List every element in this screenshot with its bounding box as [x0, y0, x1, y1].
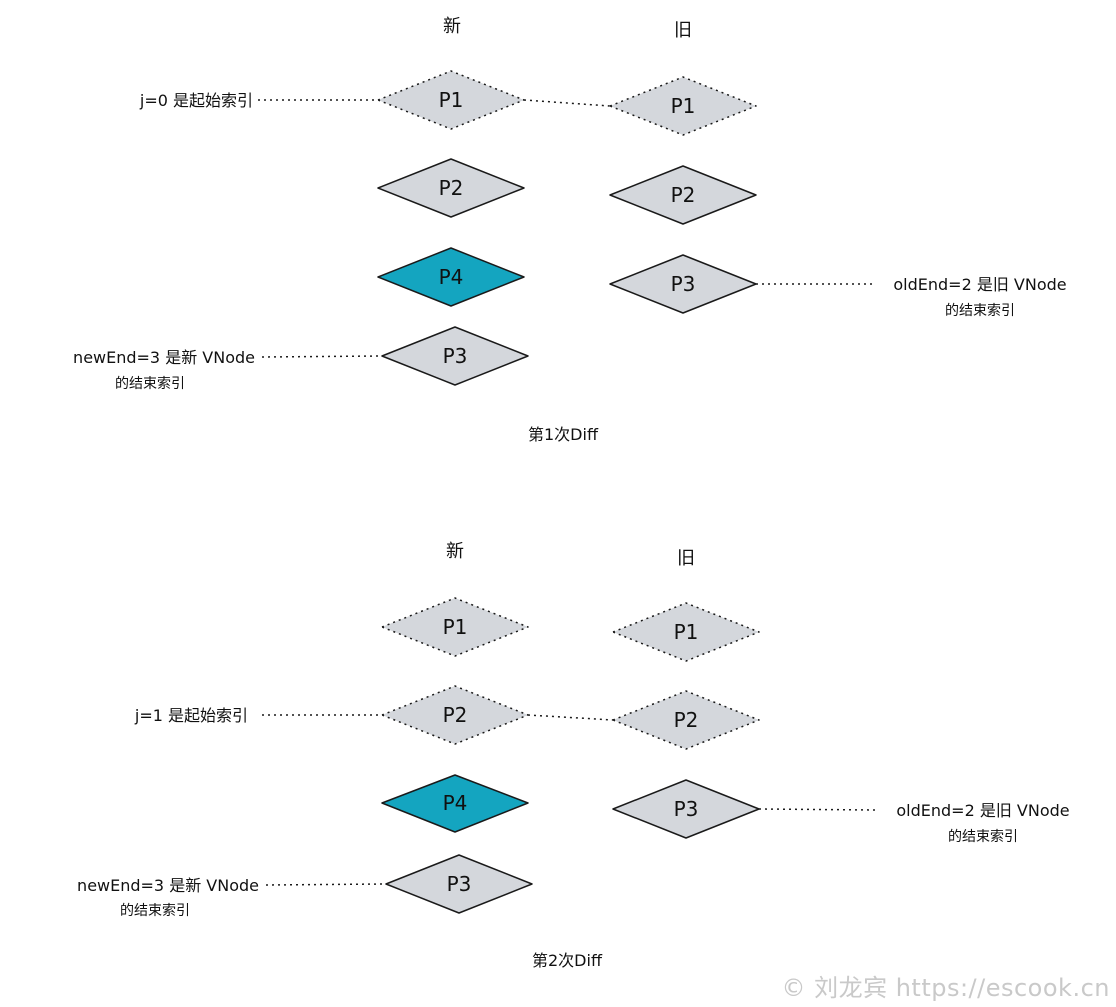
- old-node-p1: P1: [612, 602, 760, 662]
- new-node-p3: P3: [381, 326, 529, 386]
- old-node-p3: P3: [609, 254, 757, 314]
- new-node-p4: P4: [377, 247, 525, 307]
- old-end-pointer-line: [758, 808, 877, 811]
- old-end-label-line2: 的结束索引: [945, 302, 1015, 319]
- new-end-pointer-line: [261, 355, 383, 358]
- svg-text:P1: P1: [443, 615, 468, 639]
- svg-text:P3: P3: [447, 872, 472, 896]
- new-end-label-line2: 的结束索引: [120, 902, 190, 919]
- old-end-label-line2: 的结束索引: [948, 828, 1018, 845]
- old-end-label: oldEnd=2 是旧 VNode: [893, 275, 1066, 294]
- new-end-pointer-line: [265, 883, 387, 886]
- svg-text:P2: P2: [443, 703, 468, 727]
- old-node-p2: P2: [609, 165, 757, 225]
- new-end-label: newEnd=3 是新 VNode: [73, 348, 255, 367]
- new-column-header: 新: [443, 16, 461, 37]
- new-node-p3: P3: [385, 854, 533, 914]
- new-column-header: 新: [446, 541, 464, 562]
- svg-text:P1: P1: [674, 620, 699, 644]
- new-old-p2-connector: [527, 714, 614, 721]
- new-node-p2: P2: [377, 158, 525, 218]
- new-end-label-line2: 的结束索引: [115, 375, 185, 392]
- new-end-label: newEnd=3 是新 VNode: [77, 876, 259, 895]
- old-column-header: 旧: [677, 548, 695, 569]
- j-start-index-label: j=1 是起始索引: [134, 706, 248, 725]
- svg-text:P3: P3: [671, 272, 696, 296]
- svg-text:P2: P2: [671, 183, 696, 207]
- diff-caption: 第1次Diff: [528, 425, 599, 444]
- svg-text:P2: P2: [674, 708, 699, 732]
- old-column-header: 旧: [674, 20, 692, 41]
- old-node-p2: P2: [612, 690, 760, 750]
- diff-caption: 第2次Diff: [532, 951, 603, 970]
- svg-text:P3: P3: [674, 797, 699, 821]
- new-old-p1-connector: [523, 99, 611, 107]
- diff-panel-1: 新 旧 P1 P2 P4 P3 P1 P2 P3: [73, 16, 1067, 444]
- svg-text:P1: P1: [671, 94, 696, 118]
- svg-text:P4: P4: [439, 265, 464, 289]
- svg-text:P2: P2: [439, 176, 464, 200]
- old-node-p3: P3: [612, 779, 760, 839]
- watermark: © 刘龙宾 https://escook.cn: [781, 974, 1110, 1002]
- new-node-p1: P1: [381, 597, 529, 657]
- old-node-p1: P1: [609, 76, 757, 136]
- svg-text:P3: P3: [443, 344, 468, 368]
- diff-panel-2: 新 旧 P1 P2 P4 P3 P1 P2 P3: [77, 541, 1070, 970]
- new-node-p2: P2: [381, 685, 529, 745]
- new-node-p1: P1: [377, 70, 525, 130]
- svg-text:P4: P4: [443, 791, 468, 815]
- new-node-p4: P4: [381, 774, 529, 833]
- old-end-label: oldEnd=2 是旧 VNode: [896, 801, 1069, 820]
- j-start-index-label: j=0 是起始索引: [139, 91, 253, 110]
- svg-text:P1: P1: [439, 88, 464, 112]
